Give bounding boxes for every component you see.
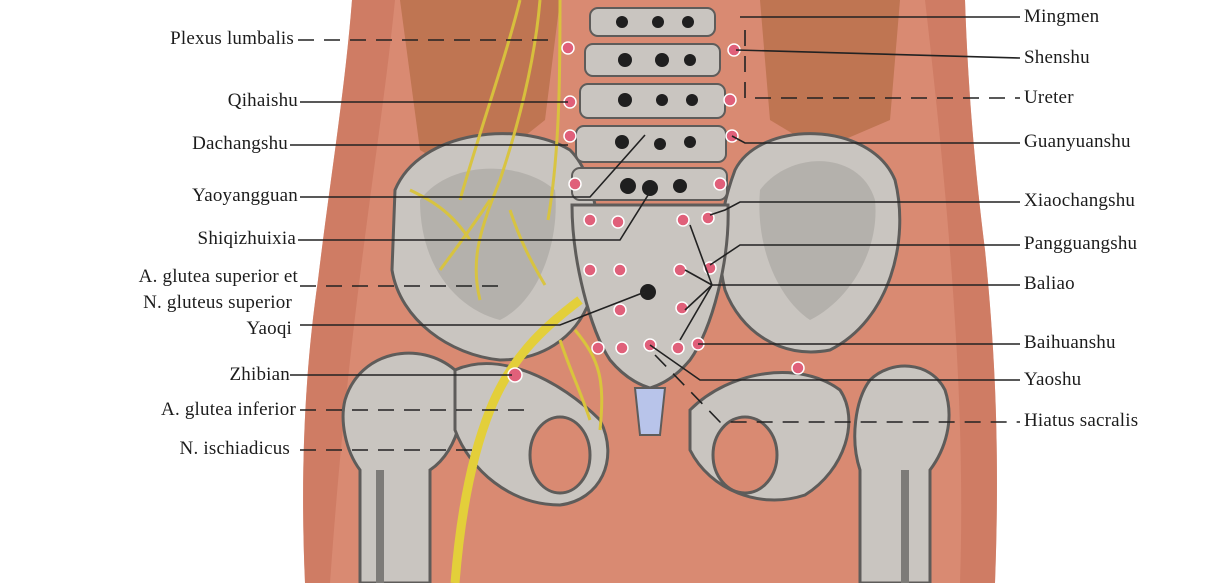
label-xiaochangshu: Xiaochangshu xyxy=(1024,190,1135,212)
label-yaoyangguan: Yaoyangguan xyxy=(192,185,298,207)
label-shiqizhuixia: Shiqizhuixia xyxy=(198,228,296,250)
label-hiatus-sacralis: Hiatus sacralis xyxy=(1024,410,1138,432)
label-qihaishu: Qihaishu xyxy=(228,90,298,112)
label-mingmen: Mingmen xyxy=(1024,6,1099,28)
label-yaoqi: Yaoqi xyxy=(246,318,292,340)
label-ureter: Ureter xyxy=(1024,87,1074,109)
label-zhibian: Zhibian xyxy=(230,364,291,386)
label-n-gluteus-superior: N. gluteus superior xyxy=(143,292,292,314)
label-pangguangshu: Pangguangshu xyxy=(1024,233,1137,255)
label-plexus-lumbalis: Plexus lumbalis xyxy=(170,28,294,50)
label-dachangshu: Dachangshu xyxy=(192,133,288,155)
label-yaoshu: Yaoshu xyxy=(1024,369,1081,391)
label-a-glutea-superior: A. glutea superior et xyxy=(139,266,298,288)
label-baliao: Baliao xyxy=(1024,273,1075,295)
coccyx xyxy=(635,388,665,435)
label-guanyuanshu: Guanyuanshu xyxy=(1024,131,1131,153)
label-n-ischiadicus: N. ischiadicus xyxy=(180,438,290,460)
label-shenshu: Shenshu xyxy=(1024,47,1090,69)
label-baihuanshu: Baihuanshu xyxy=(1024,332,1116,354)
label-a-glutea-inferior: A. glutea inferior xyxy=(161,399,296,421)
